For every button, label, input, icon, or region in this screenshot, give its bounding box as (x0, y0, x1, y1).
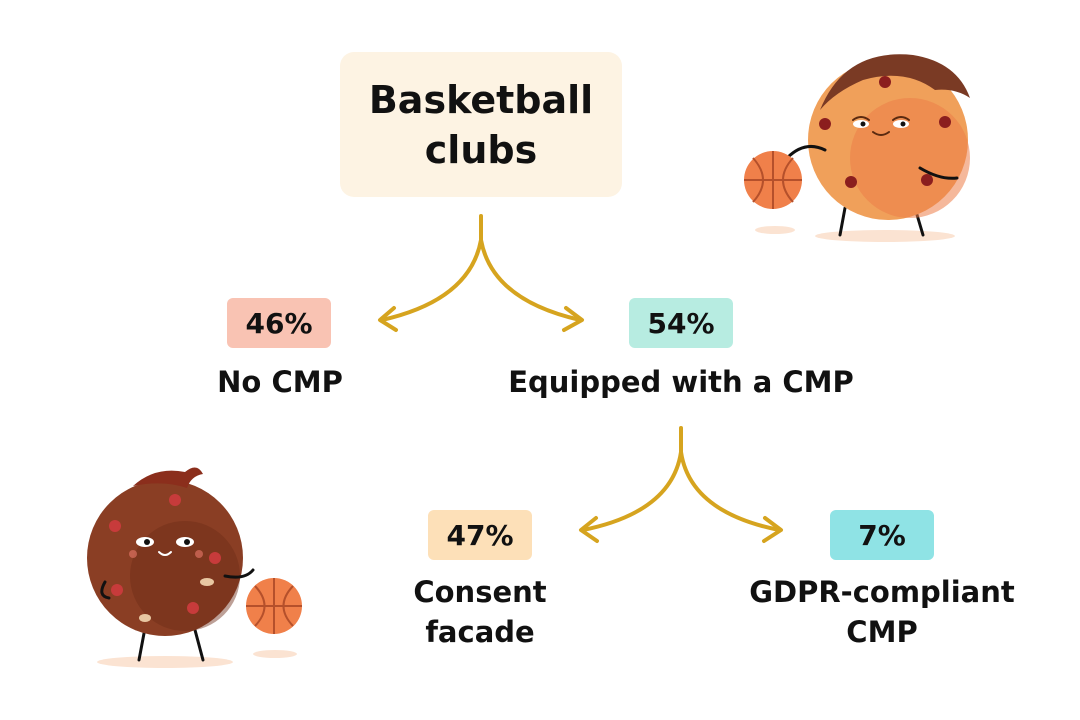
label-with-cmp: Equipped with a CMP (508, 365, 854, 399)
arrowhead-with-cmp (562, 306, 584, 332)
label-consent-facade-line2: facade (425, 615, 535, 649)
basketball-icon (246, 578, 302, 634)
arms (100, 568, 255, 600)
label-consent-facade-line1: Consent (413, 575, 547, 609)
ground-shadow-small (253, 650, 297, 658)
percent-consent-facade: 47% (446, 518, 514, 552)
percent-with-cmp: 54% (647, 306, 715, 340)
arms (785, 144, 959, 180)
chocolate-chips (819, 76, 951, 188)
cookie-character-light (744, 54, 970, 242)
arrowhead-no-cmp (378, 306, 398, 332)
basketball-icon (744, 151, 802, 209)
arrowhead-gdpr (762, 516, 783, 543)
label-gdpr-compliant-line1: GDPR-compliant (749, 575, 1015, 609)
hair (133, 467, 203, 488)
ground-shadow (815, 230, 955, 242)
percent-gdpr-compliant: 7% (858, 518, 906, 552)
label-no-cmp: No CMP (217, 365, 343, 399)
ground-shadow (97, 656, 233, 668)
label-gdpr-compliant-line2: CMP (846, 615, 918, 649)
arrow-to-with-cmp (479, 238, 582, 322)
chocolate-chips (109, 494, 221, 614)
arrow-to-gdpr (679, 450, 781, 532)
badge-no-cmp: 46% (227, 298, 331, 348)
ground-shadow-small (755, 226, 795, 234)
label-gdpr-compliant: GDPR-compliant CMP (730, 572, 1034, 652)
arrowhead-consent-facade (579, 516, 599, 543)
label-consent-facade: Consent facade (380, 572, 580, 652)
legs (137, 626, 205, 662)
badge-with-cmp: 54% (629, 298, 733, 348)
arrow-to-consent-facade (581, 450, 683, 532)
hair (820, 54, 970, 110)
face (852, 116, 910, 136)
root-node: Basketball clubs (340, 52, 622, 197)
cookie-character-dark (87, 467, 302, 668)
root-title: Basketball clubs (368, 77, 594, 172)
cookie-body (87, 480, 243, 636)
badge-gdpr-compliant: 7% (830, 510, 934, 560)
percent-no-cmp: 46% (245, 306, 313, 340)
badge-consent-facade: 47% (428, 510, 532, 560)
arrow-to-no-cmp (380, 238, 483, 322)
